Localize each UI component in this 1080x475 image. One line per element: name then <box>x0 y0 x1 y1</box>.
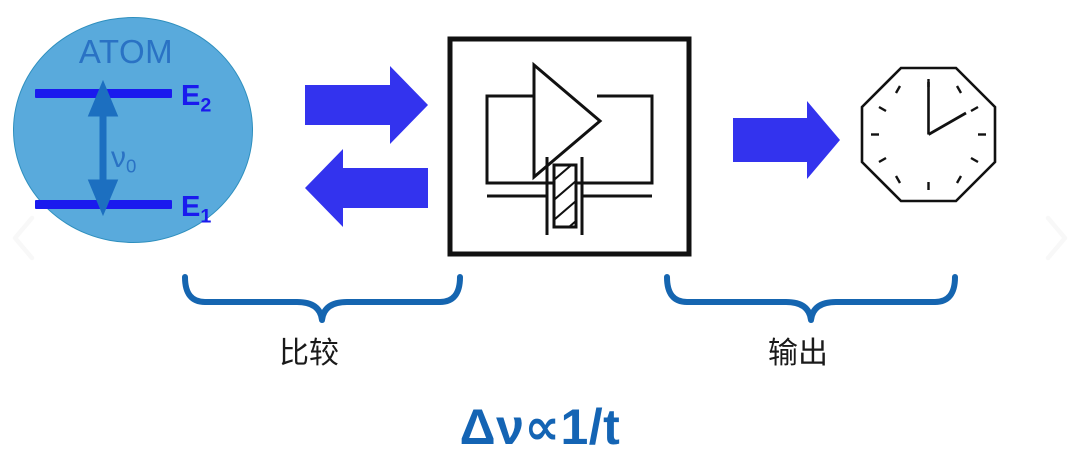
quartz-crystal-icon <box>552 163 578 229</box>
transition-frequency-label: ν0 <box>111 143 136 176</box>
amplifier-triangle-icon <box>532 61 603 181</box>
arrow-left-to-atom-icon <box>305 149 428 227</box>
arrow-right-to-oscillator-icon <box>305 66 428 144</box>
arrow-right-to-clock-icon <box>733 101 840 179</box>
energy-label-e1: E1 <box>181 193 211 227</box>
crystal-hatching <box>555 166 575 226</box>
brace-label-output: 输出 <box>768 337 828 370</box>
atom-title: ATOM <box>78 33 174 70</box>
clock-hour-hand <box>927 111 967 136</box>
energy-label-e2: E2 <box>181 82 211 116</box>
brace-output-icon <box>664 274 958 323</box>
brace-compare-icon <box>182 274 463 323</box>
clock-tick-marks <box>871 79 986 190</box>
atom-diagram: ATOM E2 E1 ν0 <box>13 17 253 243</box>
energy-label-e2-sub: 2 <box>200 94 212 117</box>
energy-label-e2-text: E <box>181 80 201 112</box>
transition-frequency-sub: 0 <box>126 155 137 177</box>
chevron-left-icon[interactable] <box>8 212 42 264</box>
energy-label-e1-sub: 1 <box>200 205 212 228</box>
chevron-right-icon[interactable] <box>1038 212 1072 264</box>
transition-arrow-icon <box>87 79 119 217</box>
brace-label-compare: 比较 <box>279 337 339 370</box>
transition-frequency-symbol: ν <box>111 141 126 174</box>
energy-label-e1-text: E <box>181 191 201 223</box>
formula-text: Δν∝1/t <box>459 399 621 455</box>
